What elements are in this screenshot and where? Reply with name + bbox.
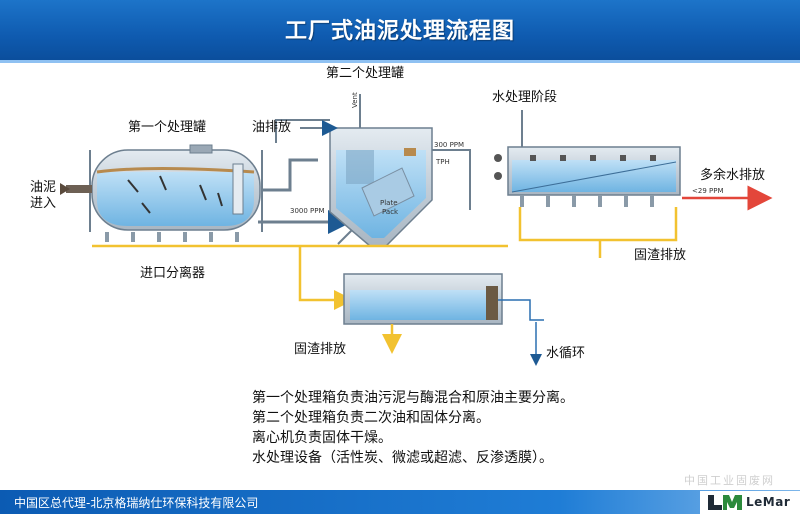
plate-pack-label-2: Pack: [382, 208, 399, 216]
tank2-to-water-pipe: 300 PPM TPH 3000 PPM: [290, 141, 471, 215]
page-title: 工厂式油泥处理流程图: [284, 19, 515, 44]
label-solid-discharge-bottom: 固渣排放: [294, 342, 347, 357]
plate-pack-label: Plate: [380, 199, 398, 207]
label-excess-water: 多余水排放: [700, 168, 766, 183]
valve: [337, 229, 353, 245]
company-logo: LeMar: [700, 491, 800, 514]
process-description: 第一个处理箱负责油污泥与酶混合和原油主要分离。 第二个处理箱负责二次油和固体分离…: [252, 388, 574, 468]
label-inlet-splitter: 进口分离器: [140, 266, 206, 281]
title-underline: [0, 60, 800, 63]
ppm3000-label: 3000 PPM: [290, 207, 325, 215]
description-line: 第二个处理箱负责二次油和固体分离。: [252, 410, 490, 426]
water-treatment-unit: <29 PPM: [494, 110, 723, 207]
ppm300-label: 300 PPM: [434, 141, 464, 149]
process-diagram: Plate Pack Vent 300 PPM TPH 3000 PPM <29…: [60, 92, 773, 366]
footer-bar: 中国区总代理-北京格瑞纳仕环保科技有限公司: [0, 490, 800, 514]
label-tank1: 第一个处理罐: [128, 120, 207, 135]
logo-text: LeMar: [746, 495, 791, 509]
label-oil-discharge: 油排放: [252, 120, 292, 135]
solids-lines: [92, 207, 678, 310]
label-water-cycle: 水循环: [546, 346, 586, 361]
first-treatment-tank: [89, 144, 263, 242]
tph-label: TPH: [435, 158, 450, 166]
description-line: 离心机负责固体干燥。: [252, 430, 392, 446]
footer-text: 中国区总代理-北京格瑞纳仕环保科技有限公司: [14, 496, 259, 510]
vent-label: Vent: [351, 92, 359, 108]
label-water-stage: 水处理阶段: [492, 90, 558, 105]
watermark: 中国工业固废网: [684, 474, 775, 487]
solids-collection-tank: [343, 273, 503, 325]
label-sludge-in-2: 进入: [30, 196, 57, 211]
label-solid-discharge-right: 固渣排放: [634, 248, 687, 263]
water-cycle-line: [498, 299, 544, 366]
tank1-oil-line: [275, 119, 330, 143]
oil-pipe: [262, 158, 318, 192]
label-tank2: 第二个处理罐: [326, 66, 405, 81]
sludge-inlet-nozzle: [60, 183, 92, 195]
ppm29-label: <29 PPM: [692, 187, 723, 195]
label-sludge-in-1: 油泥: [30, 180, 57, 195]
second-treatment-tank: Plate Pack Vent: [329, 92, 433, 247]
logo-mark-icon: [708, 495, 742, 510]
description-line: 水处理设备（活性炭、微滤或超滤、反渗透膜）。: [252, 450, 553, 466]
description-line: 第一个处理箱负责油污泥与酶混合和原油主要分离。: [252, 390, 574, 406]
title-bar: 工厂式油泥处理流程图: [0, 0, 800, 60]
